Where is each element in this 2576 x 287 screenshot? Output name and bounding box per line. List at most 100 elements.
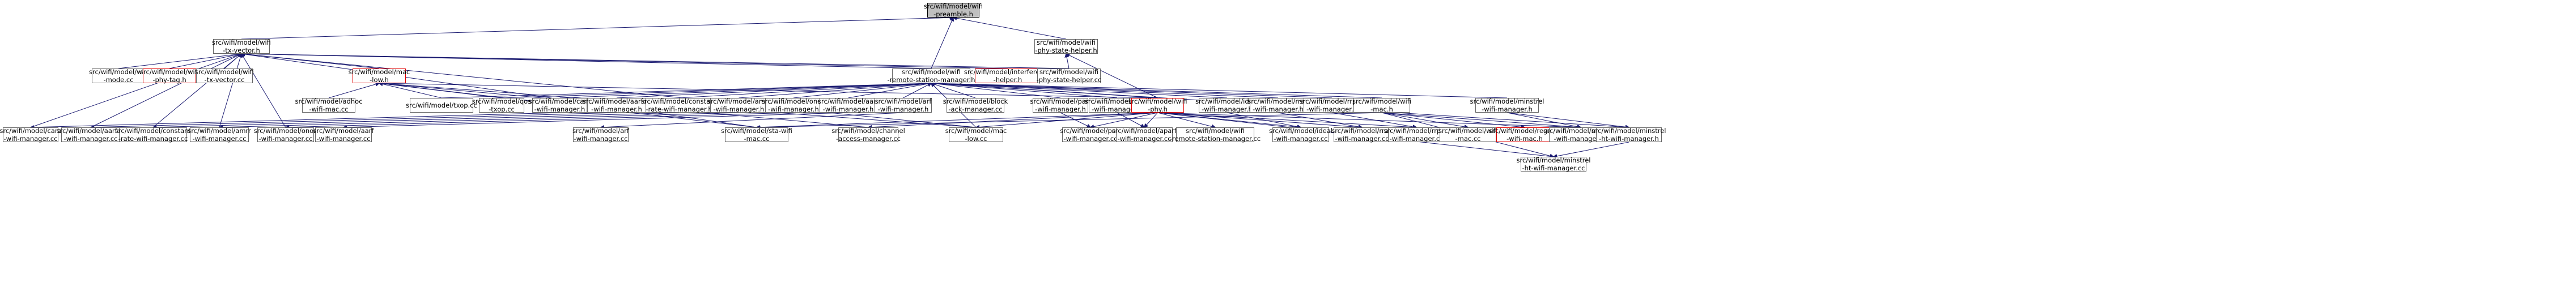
node-interference-h[interactable]: src/wifi/model/interference-helper.h	[964, 68, 1051, 84]
node-phystatehelper-h[interactable]: src/wifi/model/wifi-phy-state-helper.h	[1034, 38, 1098, 54]
node-wifiphy-h[interactable]: src/wifi/model/wifi-phy.h	[1128, 97, 1187, 113]
node-label-line: -remote-station-manager.h	[887, 76, 975, 84]
edge-txop-cc-to-rsm-h	[441, 83, 931, 98]
edge-arf-h-to-arf-cc	[601, 112, 903, 127]
node-stawifimac-cc[interactable]: src/wifi/model/sta-wifi-mac.cc	[721, 127, 792, 143]
node-onoe-cc[interactable]: src/wifi/model/onoe-wifi-manager.cc	[254, 127, 318, 143]
node-minstrelht-h[interactable]: src/wifi/model/minstrel-ht-wifi-manager.…	[1592, 127, 1666, 143]
node-label-line: -access-manager.cc	[836, 135, 901, 143]
edge-amrr-h-to-rsm-h	[739, 83, 932, 98]
node-label-line: -wifi-manager.cc	[574, 135, 628, 143]
node-minstrelht-cc[interactable]: src/wifi/model/minstrel-ht-wifi-manager.…	[1517, 156, 1591, 172]
node-label-line: src/wifi/model/txop.cc	[406, 101, 477, 109]
edge-arf-h-to-rsm-h	[903, 83, 932, 98]
edge-wifimac-h-to-rsm-h	[931, 83, 1382, 98]
node-minstrel-h[interactable]: src/wifi/model/minstrel-wifi-manager.h	[1470, 97, 1544, 113]
node-txvector-h[interactable]: src/wifi/model/wifi-tx-vector.h	[212, 38, 271, 54]
node-label-line: src/wifi/model/aarf	[313, 127, 374, 135]
edge-minstrel-h-to-rsm-h	[931, 83, 1508, 98]
node-ideal-cc[interactable]: src/wifi/model/ideal-wifi-manager.cc	[1269, 127, 1332, 143]
node-parf-cc[interactable]: src/wifi/model/parf-wifi-manager.cc	[1060, 127, 1121, 143]
node-regularmac-h[interactable]: src/wifi/model/regular-wifi-mac.h	[1489, 127, 1560, 143]
node-label-line: -wifi-manager.h	[1092, 105, 1143, 113]
node-aarfcd-h[interactable]: src/wifi/model/aarfcd-wifi-manager.h	[583, 97, 651, 113]
edge-wifiphy-h-to-channelaccess-cc	[868, 112, 1158, 127]
node-blockack-cc[interactable]: src/wifi/model/block-ack-manager.cc	[943, 97, 1008, 113]
node-label-line: src/wifi/model/wifi	[1128, 97, 1187, 105]
node-label-line: src/wifi/model/ideal	[1195, 97, 1259, 105]
node-rrpaa-cc[interactable]: src/wifi/model/rrpaa-wifi-manager.cc	[1384, 127, 1449, 143]
node-wifimac-cc[interactable]: src/wifi/model/wifi-mac.cc	[1438, 127, 1497, 143]
node-adhoc-cc[interactable]: src/wifi/model/adhoc-wifi-mac.cc	[295, 97, 362, 113]
node-txvector-cc[interactable]: src/wifi/model/wifi-tx-vector.cc	[195, 68, 254, 84]
node-rsm-cc[interactable]: src/wifi/model/wifi-remote-station-manag…	[1170, 127, 1261, 143]
edge-amrr-h-to-amrr-cc	[219, 112, 739, 127]
node-label-line: -ht-wifi-manager.h	[1599, 135, 1659, 143]
node-label-line: src/wifi/model/arf	[572, 127, 629, 135]
node-label-line: -wifi-manager.cc	[1117, 135, 1172, 143]
edge-wifiphy-h-to-aparf-cc	[1144, 112, 1158, 127]
node-cara-cc[interactable]: src/wifi/model/cara-wifi-manager.cc	[0, 127, 62, 143]
node-label-line: src/wifi/model/wifi	[1186, 127, 1245, 135]
node-rraa-h[interactable]: src/wifi/model/rraa-wifi-manager.h	[1247, 97, 1308, 113]
node-preamble[interactable]: src/wifi/model/wifi-preamble.h	[924, 2, 983, 18]
node-cara-h[interactable]: src/wifi/model/cara-wifi-manager.h	[529, 97, 591, 113]
node-label-line: src/wifi/model/wifi	[1352, 97, 1411, 105]
node-label-line: -wifi-manager.h	[1482, 105, 1533, 113]
node-txop-cc[interactable]: src/wifi/model/txop.cc	[406, 98, 477, 113]
edge-stawifimac-cc-to-txvector-h	[241, 54, 757, 128]
edge-adhoc-cc-to-maclow-h	[328, 83, 379, 98]
node-rrpaa-h[interactable]: src/wifi/model/rrpaa-wifi-manager.h	[1300, 97, 1365, 113]
edge-phystatehelper-cc-to-txvector-h	[241, 54, 1070, 69]
node-rraa-cc[interactable]: src/wifi/model/rraa-wifi-manager.cc	[1331, 127, 1392, 143]
node-label-line: -wifi-manager.cc	[192, 135, 247, 143]
node-aarf-cc[interactable]: src/wifi/model/aarf-wifi-manager.cc	[313, 127, 374, 143]
node-ideal-h[interactable]: src/wifi/model/ideal-wifi-manager.h	[1195, 97, 1259, 113]
node-label-line: -tx-vector.cc	[204, 76, 245, 84]
node-aarfcd-cc[interactable]: src/wifi/model/aarfcd-wifi-manager.cc	[57, 127, 125, 143]
node-amrr-cc[interactable]: src/wifi/model/amrr-wifi-manager.cc	[188, 127, 251, 143]
node-label-line: -wifi-manager.h	[534, 105, 585, 113]
node-qos-txop-cc[interactable]: src/wifi/model/qos-txop.cc	[472, 97, 531, 113]
node-label-line: src/wifi/model/aarf	[818, 97, 879, 105]
node-label-line: src/wifi/model/wifi	[1438, 127, 1497, 135]
node-wifimac-h[interactable]: src/wifi/model/wifi-mac.h	[1352, 97, 1411, 113]
node-label-line: src/wifi/model/amrr	[707, 97, 771, 105]
node-arf-cc[interactable]: src/wifi/model/arf-wifi-manager.cc	[572, 127, 629, 143]
edge-txvector-h-to-preamble	[241, 18, 953, 40]
node-label-line: src/wifi/model/onoe	[761, 97, 826, 105]
node-parf-h[interactable]: src/wifi/model/parf-wifi-manager.h	[1030, 97, 1090, 113]
node-label-line: -wifi-manager.h	[713, 105, 765, 113]
node-maclow-cc[interactable]: src/wifi/model/mac-low.cc	[945, 127, 1007, 143]
node-onoe-h[interactable]: src/wifi/model/onoe-wifi-manager.h	[762, 97, 826, 113]
node-label-line: src/wifi/model/rrpaa	[1384, 127, 1449, 135]
edge-aparf-h-to-aparf-cc	[1117, 112, 1144, 127]
node-constrate-h[interactable]: src/wifi/model/constant-rate-wifi-manage…	[641, 97, 717, 113]
node-label-line: src/wifi/model/constant	[114, 127, 192, 135]
node-maclow-h[interactable]: src/wifi/model/mac-low.h	[349, 68, 410, 84]
edge-wifimode-cc-to-txvector-h	[118, 54, 241, 69]
edge-wifiphy-h-to-minstrel-cc	[1157, 112, 1581, 127]
node-aparf-cc[interactable]: src/wifi/model/aparf-wifi-manager.cc	[1112, 127, 1177, 143]
node-label-line: -remote-station-manager.cc	[1169, 135, 1261, 143]
node-arf-h[interactable]: src/wifi/model/arf-wifi-manager.h	[875, 97, 932, 113]
edge-cara-h-to-rsm-h	[559, 83, 932, 98]
node-label-line: src/wifi/model/wifi	[924, 2, 983, 10]
node-label-line: -mac.cc	[744, 135, 770, 143]
node-wifimode-cc[interactable]: src/wifi/model/wifi-mode.cc	[89, 68, 148, 84]
node-channelaccess-cc[interactable]: src/wifi/model/channel-access-manager.cc	[831, 127, 905, 143]
node-label-line: src/wifi/model/mac	[945, 127, 1007, 135]
node-label-line: src/wifi/model/wifi	[140, 68, 199, 76]
edge-cara-h-to-cara-cc	[31, 112, 560, 127]
node-label-line: src/wifi/model/cara	[0, 127, 62, 135]
node-amrr-h[interactable]: src/wifi/model/amrr-wifi-manager.h	[707, 97, 771, 113]
node-label-line: -low.cc	[965, 135, 987, 143]
edge-phystatehelper-cc-to-phystatehelper-h	[1066, 54, 1070, 69]
node-constrate-cc[interactable]: src/wifi/model/constant-rate-wifi-manage…	[115, 127, 191, 143]
node-label-line: -phy.h	[1148, 105, 1168, 113]
node-rsm-h[interactable]: src/wifi/model/wifi-remote-station-manag…	[888, 68, 975, 84]
node-aarf-h[interactable]: src/wifi/model/aarf-wifi-manager.h	[818, 97, 879, 113]
node-wifiphytag-h[interactable]: src/wifi/model/wifi-phy-tag.h	[140, 68, 199, 84]
node-phystatehelper-cc[interactable]: src/wifi/model/wifi-phy-state-helper.cc	[1037, 68, 1102, 84]
